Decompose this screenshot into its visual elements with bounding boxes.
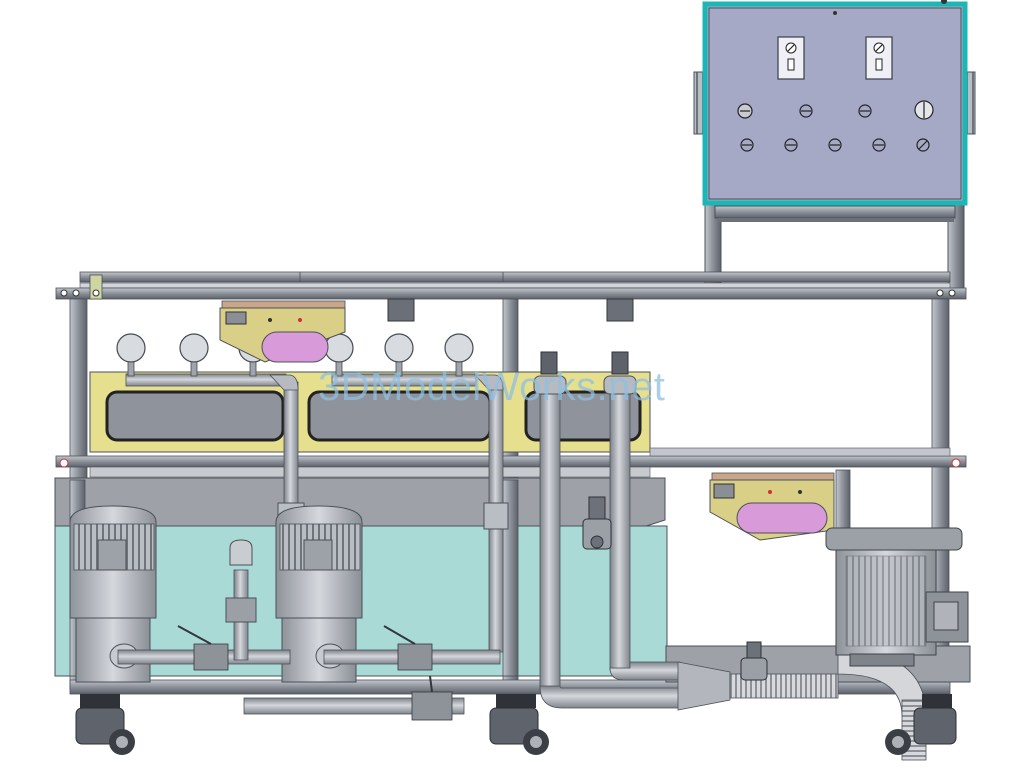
return-pipes: [269, 351, 681, 709]
solenoid-valve-tank: [582, 496, 612, 550]
top-frame: [55, 271, 967, 322]
watermark-text: 3DModelWorks.net: [318, 365, 665, 409]
indicator-lights: [737, 100, 934, 152]
caster-wheel-left: [75, 694, 135, 755]
caster-wheel-middle: [489, 694, 549, 755]
discharge-piping: [117, 539, 501, 715]
caster-wheel-right: [885, 694, 957, 755]
middle-frame: [55, 447, 967, 478]
selector-switch-left: [777, 36, 805, 80]
ball-valves: [177, 625, 453, 721]
blower-motor: [825, 527, 969, 667]
control-box: [693, 0, 976, 291]
heater-bracket-top: [219, 300, 346, 363]
solenoid-valve-drain: [740, 641, 768, 681]
pump-motor-middle: [275, 505, 363, 683]
selector-switch-right: [865, 36, 893, 80]
heater-bracket-right: [709, 472, 835, 541]
